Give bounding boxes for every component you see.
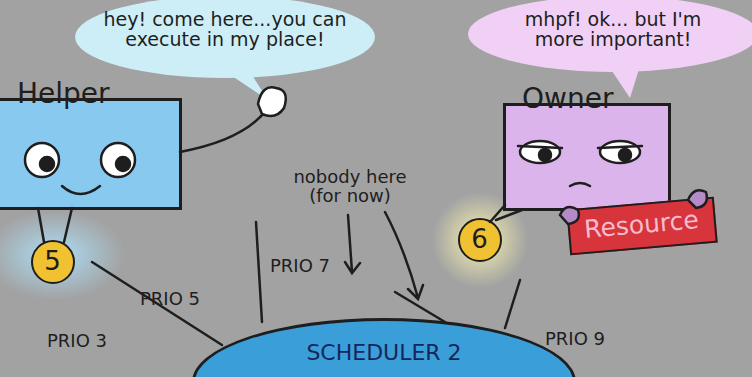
- priority-medal: 5: [31, 240, 75, 284]
- priority-divider: [256, 222, 262, 322]
- node-text: Owner: [522, 84, 662, 113]
- pointer-arrow: [345, 215, 360, 273]
- medal-glow: [0, 210, 125, 300]
- medal-cord: [38, 208, 72, 242]
- medal-cord: [490, 205, 522, 222]
- arm: [180, 108, 268, 152]
- priority-label: PRIO 7: [265, 257, 335, 276]
- eye: [101, 143, 135, 177]
- priority-divider: [505, 280, 520, 328]
- node-text: 6: [460, 226, 499, 253]
- eye: [600, 141, 640, 163]
- node-text: hey! come here...you can execute in my p…: [103, 10, 347, 50]
- hand: [688, 190, 707, 208]
- mouth: [570, 183, 590, 186]
- node-text: SCHEDULER 2: [195, 341, 573, 364]
- pupil: [40, 157, 54, 171]
- mitten: [258, 87, 286, 116]
- priority-label: PRIO 9: [540, 330, 610, 349]
- node-text: Helper: [17, 79, 167, 108]
- speech-bubble: hey! come here...you can execute in my p…: [75, 0, 375, 78]
- node-text: 5: [33, 248, 72, 275]
- character-box: Helper: [0, 98, 182, 210]
- annotation: nobody here (for now): [290, 168, 410, 206]
- smile: [62, 186, 100, 194]
- eyelid: [518, 146, 642, 148]
- node-text: Resource: [569, 206, 714, 245]
- scheduler: SCHEDULER 2: [192, 318, 576, 377]
- eye: [25, 143, 59, 177]
- speech-bubble: mhpf! ok... but I'm more important!: [468, 0, 752, 72]
- node-text: mhpf! ok... but I'm more important!: [498, 10, 728, 50]
- pointer-arrow: [385, 212, 423, 299]
- priority-medal: 6: [458, 218, 502, 262]
- priority-divider: [92, 262, 222, 345]
- pupil: [539, 149, 551, 161]
- character-box: Owner: [503, 103, 671, 211]
- priority-label: PRIO 3: [42, 332, 112, 351]
- priority-label: PRIO 5: [135, 290, 205, 309]
- eye: [520, 141, 560, 163]
- hand: [560, 207, 579, 224]
- pupil: [116, 157, 130, 171]
- pupil: [619, 149, 631, 161]
